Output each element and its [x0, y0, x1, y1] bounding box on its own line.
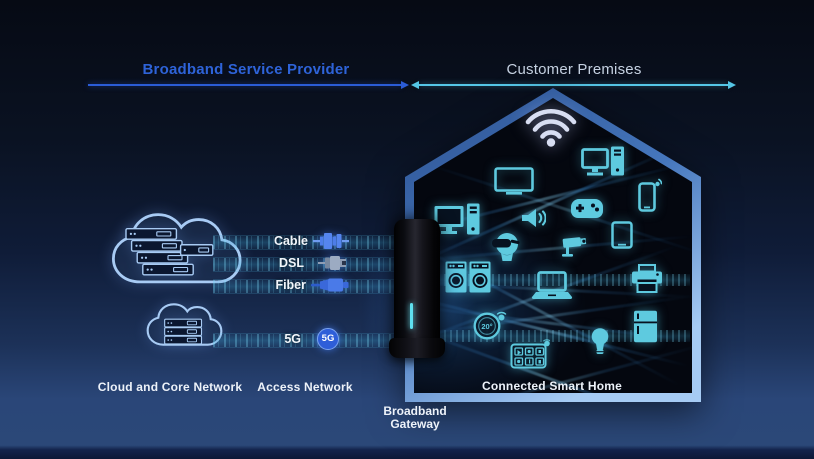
- provider-span-line: [88, 84, 401, 86]
- vr-headset-icon: [491, 231, 523, 261]
- arrow-right-icon: [728, 80, 736, 89]
- access-network-caption: Access Network: [257, 380, 353, 394]
- laptop-icon: [531, 271, 573, 301]
- gateway-base: [389, 338, 445, 358]
- smart-control-panel-icon: [510, 339, 550, 369]
- tv-icon: [494, 167, 534, 195]
- desktop-computer-icon: [581, 146, 625, 180]
- gateway-caption: Broadband Gateway: [360, 405, 470, 431]
- printer-icon: [631, 264, 663, 294]
- arrow-left-icon: [411, 80, 419, 89]
- arrow-right-icon: [401, 80, 409, 89]
- edge-cloud-icon: [146, 303, 223, 346]
- 5g-stream: [213, 333, 405, 348]
- coax-connector-icon: [313, 233, 349, 249]
- dsl-stream: [213, 257, 405, 272]
- premises-section-title: Customer Premises: [506, 61, 642, 78]
- cable-label: Cable: [273, 234, 308, 248]
- tablet-icon: [611, 221, 633, 249]
- thermostat-value: 20°: [481, 322, 492, 331]
- cable-stream: [213, 235, 405, 250]
- washing-machines-icon: [445, 261, 491, 293]
- wifi-icon: [524, 105, 578, 147]
- provider-section-title: Broadband Service Provider: [142, 61, 350, 78]
- speaker-icon: [520, 208, 546, 228]
- cloud-core-network-icon: [111, 213, 242, 284]
- light-bulb-icon: [591, 327, 609, 355]
- desktop-pc-icon: [434, 203, 480, 239]
- gateway-caption-line2: Gateway: [390, 417, 440, 431]
- cloud-core-caption: Cloud and Core Network: [97, 380, 243, 394]
- refrigerator-icon: [633, 310, 658, 343]
- security-camera-icon: [560, 235, 588, 259]
- game-controller-icon: [570, 197, 604, 221]
- gateway-led-indicator: [410, 303, 413, 329]
- 5g-badge-icon: 5G: [317, 328, 339, 350]
- thermostat-icon: 20°: [471, 310, 509, 340]
- dsl-label: DSL: [279, 256, 304, 270]
- gateway-caption-line1: Broadband: [383, 404, 447, 418]
- smart-home-caption: Connected Smart Home: [481, 379, 623, 393]
- premises-span-line: [419, 84, 728, 86]
- broadband-gateway-device: [394, 219, 440, 349]
- fiber-label: Fiber: [275, 278, 306, 292]
- fiber-connector-icon: [311, 278, 349, 292]
- 5g-label: 5G: [284, 332, 301, 346]
- smartphone-icon: [638, 178, 662, 212]
- fiber-stream: [213, 279, 405, 294]
- dsl-plug-icon: [318, 256, 346, 270]
